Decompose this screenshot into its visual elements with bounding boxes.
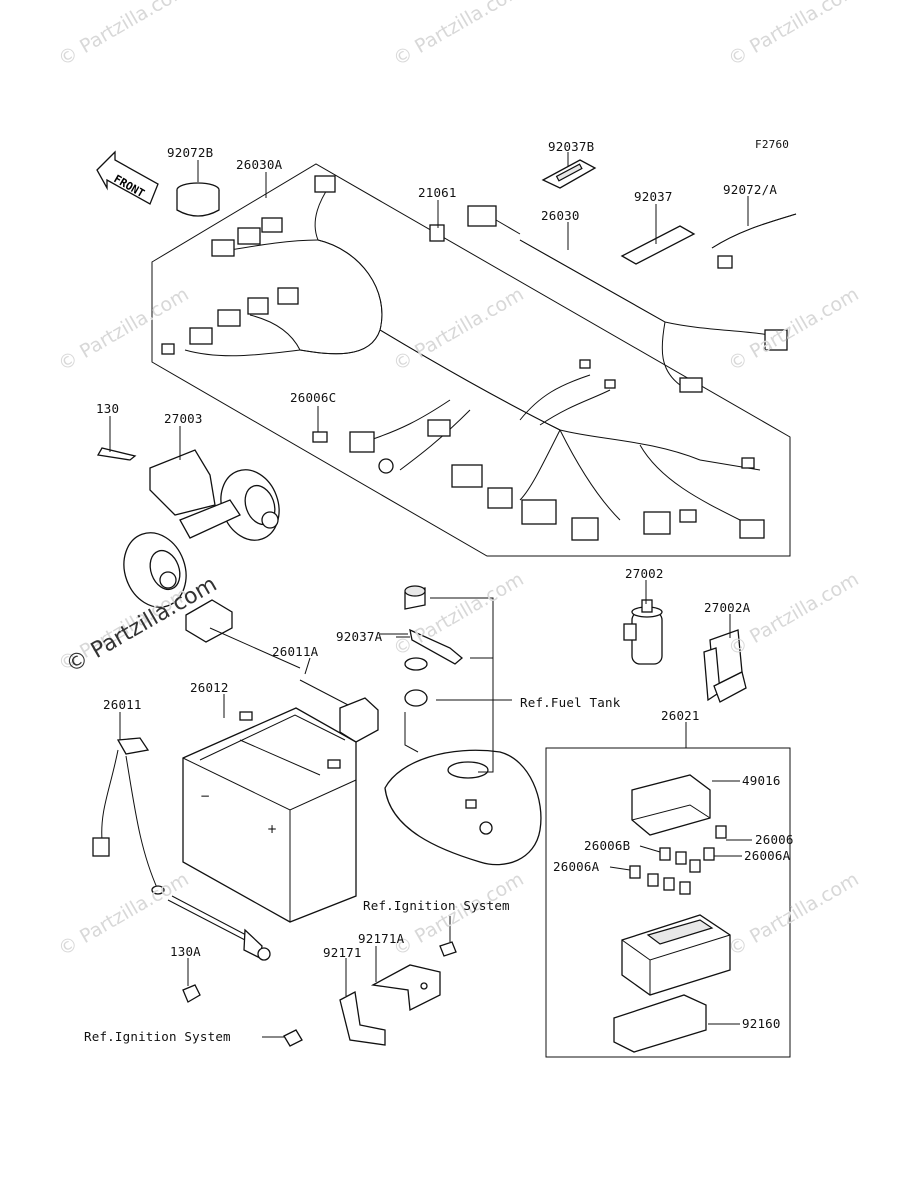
part-label-26030: 26030 (541, 208, 580, 223)
ref-fuel-tank: Ref.Fuel Tank (520, 695, 621, 710)
part-label-92037b: 92037B (548, 139, 595, 154)
part-label-26011: 26011 (103, 697, 142, 712)
fuel-tank (384, 749, 542, 866)
band-92072a (711, 213, 797, 269)
part-label-130: 130 (96, 401, 120, 416)
part-label-26006a-right: 26006A (744, 848, 791, 863)
clip-21061 (429, 224, 445, 242)
part-label-21061: 21061 (418, 185, 457, 200)
battery-cable-lower (167, 895, 271, 1003)
part-label-27002: 27002 (625, 566, 664, 581)
fusebox-lower-92160 (613, 994, 707, 1053)
svg-text:+: + (267, 822, 277, 836)
harness-panel-outline (151, 163, 791, 557)
battery-26012: + − (182, 707, 357, 923)
relay-27002 (623, 599, 663, 665)
fuse-26006c (312, 431, 328, 443)
fusebox-cover-49016 (631, 774, 711, 836)
part-label-92171: 92171 (323, 945, 362, 960)
part-label-92171a: 92171A (358, 931, 405, 946)
part-label-92037: 92037 (634, 189, 673, 204)
ref-ignition-system-bottom: Ref.Ignition System (84, 1029, 231, 1044)
part-label-26011a: 26011A (272, 644, 319, 659)
part-label-27002a: 27002A (704, 600, 751, 615)
part-label-92160: 92160 (742, 1016, 781, 1031)
sub-harness-26030 (467, 205, 788, 393)
part-label-92072b: 92072B (167, 145, 214, 160)
part-label-92072a: 92072/A (723, 182, 778, 197)
part-label-49016: 49016 (742, 773, 781, 788)
part-label-26006a-left: 26006A (553, 859, 600, 874)
fusebox-base (621, 914, 731, 996)
part-label-92037a: 92037A (336, 629, 383, 644)
leader-lines (109, 152, 752, 1038)
bracket-92171 (283, 990, 386, 1047)
part-label-26012: 26012 (190, 680, 229, 695)
part-label-26006b: 26006B (584, 838, 631, 853)
part-label-26021: 26021 (661, 708, 700, 723)
bracket-92037b (541, 159, 597, 189)
strap-92037 (620, 225, 696, 265)
part-label-130a: 130A (170, 944, 201, 959)
part-label-26030a: 26030A (236, 157, 283, 172)
ground-cable-26011 (92, 737, 165, 895)
figure-code: F2760 (755, 138, 790, 151)
part-label-27003: 27003 (164, 411, 203, 426)
fuses-26006 (629, 825, 727, 895)
part-label-26006c: 26006C (290, 390, 337, 405)
sleeve-92072b (176, 182, 220, 217)
fusebox-panel-outline (545, 747, 791, 1058)
bracket-92171a (370, 941, 457, 1012)
svg-text:−: − (200, 789, 210, 803)
part-label-26006: 26006 (755, 832, 794, 847)
ref-ignition-system-top: Ref.Ignition System (363, 898, 510, 913)
battery-cable-26011a (185, 599, 379, 743)
horn-assembly (96, 447, 280, 608)
front-arrow-icon: FRONT (96, 150, 159, 205)
fuel-tank-hardware (380, 585, 512, 773)
relay-27002a (703, 629, 747, 703)
main-wiring-harness (161, 175, 765, 541)
